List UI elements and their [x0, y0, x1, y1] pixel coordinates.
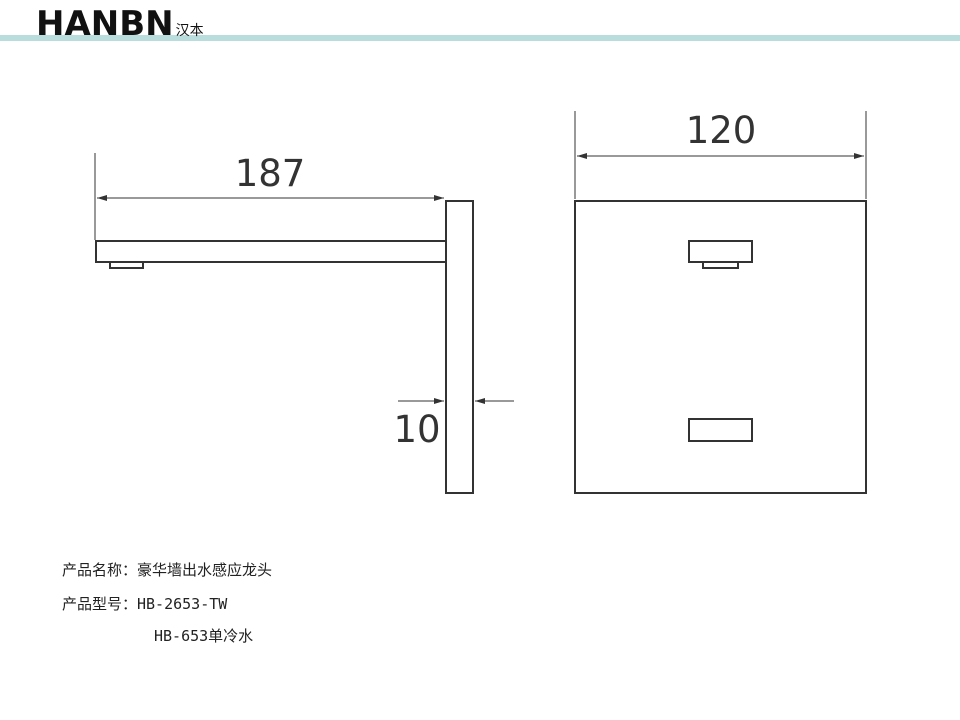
spout-outlet [109, 261, 144, 269]
product-model-line: 产品型号：HB-2653-TW [62, 595, 228, 613]
length-dimension-label: 187 [235, 152, 306, 195]
header-rule [0, 35, 960, 41]
side-view [95, 200, 474, 494]
brand-logo: HANBN 汉本 [36, 6, 204, 42]
width-dimension-label: 120 [686, 109, 757, 152]
front-view [574, 200, 867, 494]
spout-arm [95, 240, 447, 263]
brand-name-cn: 汉本 [175, 23, 204, 39]
spout-front [688, 240, 753, 263]
thickness-dimension-label: 10 [393, 408, 440, 451]
wall-plate-side [445, 200, 474, 494]
sensor-window [688, 418, 753, 442]
length-dimension [94, 153, 444, 240]
product-name-line: 产品名称：豪华墙出水感应龙头 [62, 561, 273, 579]
wall-plate-front [574, 200, 867, 494]
product-model-line-2: HB-653单冷水 [154, 627, 254, 645]
width-dimension [574, 111, 867, 199]
spout-outlet-front [702, 261, 739, 269]
brand-name: HANBN [36, 4, 174, 44]
